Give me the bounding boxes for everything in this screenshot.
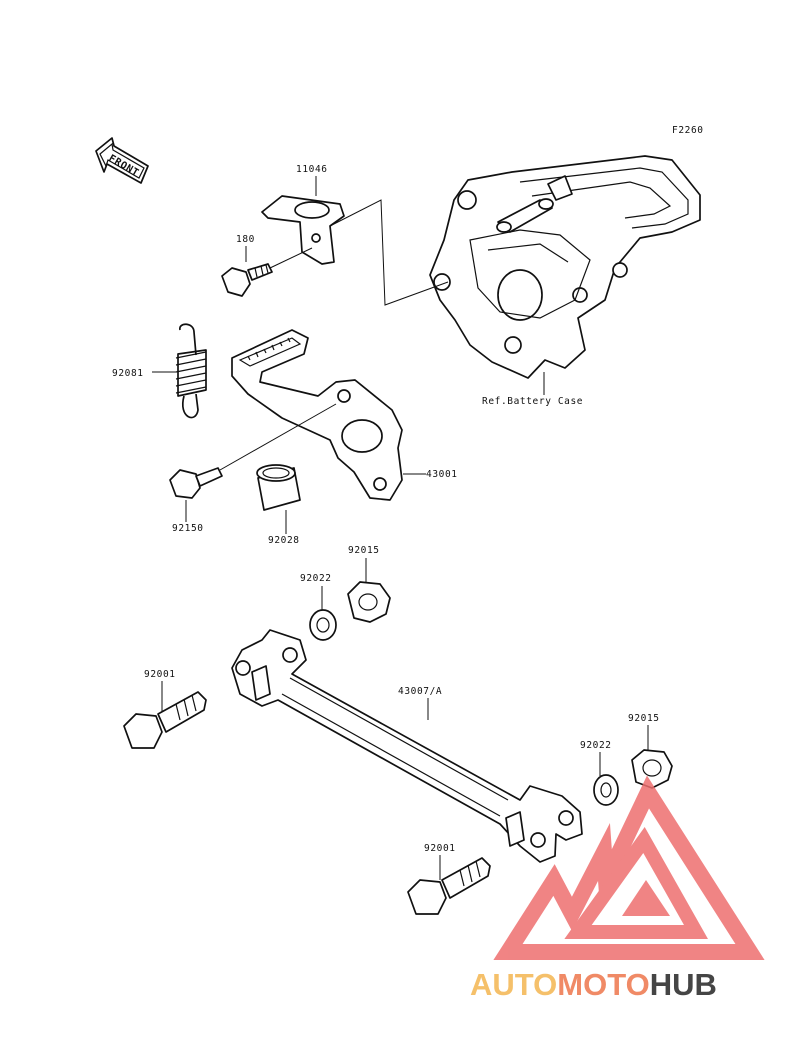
figure-code: F2260 (672, 125, 704, 136)
reference-label: Ref.Battery Case (482, 396, 583, 407)
watermark-text: AUTOMOTOHUB (470, 967, 717, 1002)
part-label-bolt-lower: 92001 (424, 843, 456, 854)
washer-upper (309, 609, 337, 641)
part-label-bolt-left: 92001 (144, 669, 176, 680)
bracket-leader-line (329, 199, 449, 306)
part-label-pedal: 43001 (426, 469, 458, 480)
part-label-spring: 92081 (112, 368, 144, 379)
bolt-lower (407, 857, 491, 915)
part-label-bracket: 11046 (296, 164, 328, 175)
watermark-auto: AUTO (470, 967, 557, 1002)
watermark-inner-triangle-icon (564, 827, 708, 939)
collar (256, 464, 301, 511)
watermark-logo (493, 775, 765, 960)
bolt-left (123, 691, 207, 749)
part-label-rod: 43007/A (398, 686, 442, 697)
spring (175, 323, 207, 419)
part-label-washer-upper: 92022 (300, 573, 332, 584)
front-arrow-icon: FRONT (95, 137, 149, 184)
watermark-core-triangle-icon (622, 880, 670, 916)
brake-rod (231, 629, 583, 863)
battery-case-frame (429, 155, 701, 379)
nut-upper (347, 581, 391, 623)
nut-lower (631, 749, 673, 789)
bolt-pedal (169, 467, 223, 499)
watermark-hub: HUB (650, 967, 717, 1002)
part-label-collar: 92028 (268, 535, 300, 546)
washer-lower (593, 774, 619, 806)
part-label-washer-lower: 92022 (580, 740, 612, 751)
part-label-nut-lower: 92015 (628, 713, 660, 724)
bracket (261, 195, 345, 265)
bolt-bracket (221, 263, 273, 297)
part-label-nut-upper: 92015 (348, 545, 380, 556)
watermark-triangle-icon (493, 775, 765, 960)
part-label-bolt-bracket: 180 (236, 234, 255, 245)
watermark-moto: MOTO (557, 967, 649, 1002)
part-label-bolt-pedal: 92150 (172, 523, 204, 534)
